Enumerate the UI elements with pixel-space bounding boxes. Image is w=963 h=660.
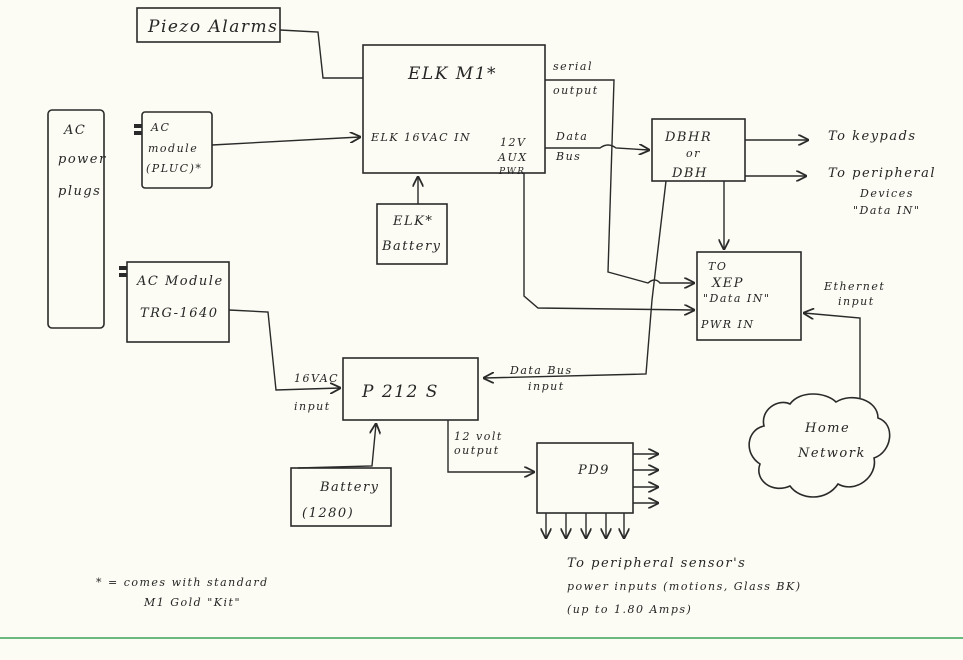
acmod2-label: AC Module — [136, 274, 224, 289]
legend-line1: * = comes with standard — [96, 576, 269, 589]
piezo-label: Piezo Alarms — [147, 17, 278, 37]
elk-m1-title: ELK M1* — [407, 64, 497, 84]
data-in-label: "Data IN" — [853, 204, 920, 217]
aux-aux-label: AUX — [497, 151, 528, 164]
databus-input-label: Data Bus — [509, 364, 573, 377]
devices-label: Devices — [859, 187, 914, 200]
serial-label: serial — [553, 60, 593, 73]
home-network-cloud — [748, 393, 891, 498]
p212s-box — [342, 357, 479, 421]
databus-input-input-label: input — [528, 380, 565, 393]
xep-box — [696, 251, 802, 341]
to-keypads-label: To keypads — [828, 129, 917, 144]
ac-plugs-plugs: plugs — [58, 184, 101, 199]
elk-battery-elk: ELK* — [392, 214, 433, 229]
battery-1280-label: (1280) — [302, 506, 354, 521]
dbhr-or-label: or — [686, 147, 701, 160]
bus-label: Bus — [555, 150, 581, 163]
ethernet-input-label: input — [838, 295, 875, 308]
battery-to-p212s-wire — [297, 424, 376, 469]
ac-module-trg-box — [126, 261, 230, 343]
battery-1280-box — [290, 467, 392, 527]
elk-databus-wire — [545, 145, 649, 150]
legend-line2: M1 Gold "Kit" — [143, 596, 241, 609]
v12out-label: 12 volt — [454, 430, 503, 443]
ac-plugs-ac: AC — [63, 123, 86, 138]
output-label: output — [553, 84, 599, 97]
dbhr-box — [651, 118, 746, 182]
network-label: Network — [797, 446, 866, 461]
sensors-line3: (up to 1.80 Amps) — [567, 603, 692, 616]
p212s-label: P 212 S — [361, 382, 439, 402]
ethernet-wire — [804, 313, 861, 398]
acmod1-pluc: (PLUC)* — [146, 162, 202, 175]
piezo-wire — [279, 29, 363, 79]
dbhr-label: DBHR — [664, 130, 712, 145]
databus-to-p212s-wire — [484, 180, 667, 378]
pd9-down-outputs — [546, 513, 624, 538]
to-peripheral-label: To peripheral — [828, 166, 936, 181]
xep-label: XEP — [711, 276, 744, 291]
aux-pwr-wire — [523, 173, 694, 310]
ethernet-label: Ethernet — [823, 280, 885, 293]
v12out-output-label: output — [454, 444, 500, 457]
aux-pwr-label: PWR — [498, 167, 526, 177]
battery-label: Battery — [319, 480, 380, 495]
piezo-alarms-box — [136, 7, 281, 43]
pd9-right-outputs — [633, 454, 658, 503]
ac-module-pluc-box — [141, 111, 213, 189]
data-label: Data — [555, 130, 588, 143]
home-label: Home — [804, 421, 850, 436]
p212s-to-pd9-wire — [447, 420, 534, 472]
ac-power-plugs-box — [47, 109, 105, 329]
ac-plugs-power: power — [58, 152, 107, 167]
elk-m1-box — [362, 44, 546, 174]
ac-module-plug-nubs — [119, 124, 142, 277]
acmod1-module: module — [148, 142, 198, 155]
xep-pwr-in-label: PWR IN — [700, 318, 754, 331]
pd9-label: PD9 — [577, 463, 610, 478]
aux-12v-label: 12V — [500, 136, 526, 149]
elk-battery-box — [376, 203, 448, 265]
elk-battery-battery: Battery — [381, 239, 442, 254]
dbh-label: DBH — [671, 166, 708, 181]
xep-to-label: TO — [708, 260, 727, 273]
sensors-line1: To peripheral sensor's — [567, 556, 746, 571]
xep-data-in-label: "Data IN" — [703, 292, 770, 305]
acmod1-ac: AC — [150, 121, 170, 134]
trg-1640-label: TRG-1640 — [140, 306, 219, 321]
pd9-box — [536, 442, 634, 514]
sensors-line2: power inputs (motions, Glass BK) — [567, 580, 802, 593]
trg-to-p212s-wire — [228, 309, 340, 390]
serial-output-wire — [545, 79, 694, 283]
vac16-label: 16VAC — [294, 372, 339, 385]
vac16-input-label: input — [294, 400, 331, 413]
ac-to-elk-wire — [211, 137, 360, 146]
elk-16vac-label: ELK 16VAC IN — [370, 131, 471, 144]
